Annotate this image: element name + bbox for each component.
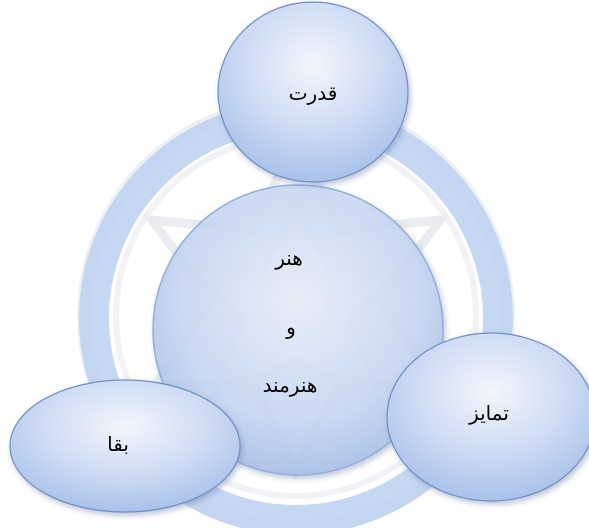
node-right-label: تمایز bbox=[468, 401, 509, 425]
node-left-label: بقا bbox=[107, 432, 129, 456]
node-top-label: قدرت bbox=[289, 81, 338, 105]
center-label-line1: هنر bbox=[274, 246, 303, 270]
center-label-line3: هنرمند bbox=[263, 373, 318, 397]
center-label-line2: و bbox=[285, 315, 296, 339]
